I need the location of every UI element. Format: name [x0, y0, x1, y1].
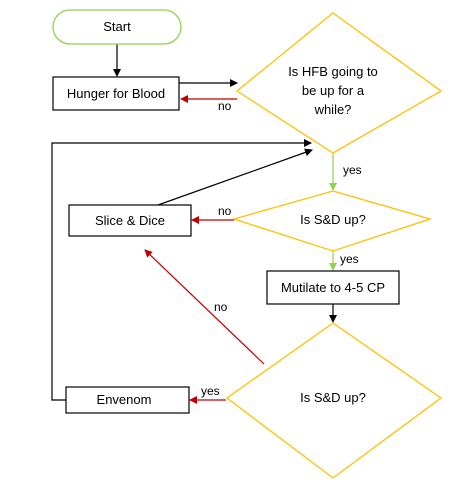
edge-slice-to-hfb-question	[157, 148, 313, 206]
start-label: Start	[103, 19, 131, 34]
envenom-label: Envenom	[97, 392, 152, 407]
slice-and-dice-label: Slice & Dice	[95, 213, 165, 228]
sd-decision-1: Is S&D up?	[231, 190, 433, 252]
edge-envenom-loop-to-hfb-question	[51, 139, 312, 401]
hfb-question-line1: Is HFB going to	[288, 64, 378, 79]
sd-decision-2: Is S&D up?	[225, 322, 443, 479]
mutilate-box: Mutilate to 4-5 CP	[266, 270, 400, 305]
sd-question-1-label: Is S&D up?	[300, 212, 366, 227]
sd-question-2-label: Is S&D up?	[300, 390, 366, 405]
edge-label-hfb-no: no	[218, 99, 232, 113]
edge-label-sd2-no: no	[214, 300, 228, 314]
start-terminator: Start	[52, 9, 182, 45]
edge-label-sd1-yes: yes	[340, 252, 359, 266]
envenom-box: Envenom	[65, 386, 190, 414]
edge-label-sd2-yes: yes	[201, 384, 220, 398]
hunger-for-blood-label: Hunger for Blood	[67, 86, 165, 101]
hfb-question-line2: be up for a	[302, 83, 365, 98]
edge-label-hfb-yes: yes	[343, 163, 362, 177]
slice-and-dice-box: Slice & Dice	[68, 204, 192, 237]
edge-sd2-no-to-slice	[144, 249, 265, 365]
mutilate-label: Mutilate to 4-5 CP	[281, 280, 385, 295]
edge-label-sd1-no: no	[218, 204, 232, 218]
hfb-question-line3: while?	[314, 102, 352, 117]
hunger-for-blood-box: Hunger for Blood	[52, 76, 180, 111]
hfb-decision: Is HFB going to be up for a while?	[235, 12, 443, 154]
